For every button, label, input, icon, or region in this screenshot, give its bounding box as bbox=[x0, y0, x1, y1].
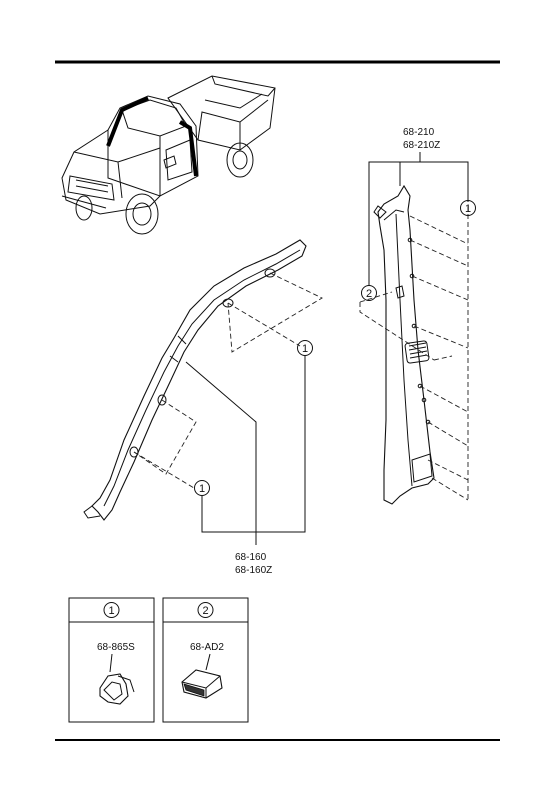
a-pillar-callout-upper: 1 bbox=[297, 340, 313, 356]
callout-number: 2 bbox=[366, 288, 372, 300]
a-pillar-part-number: 68-160 bbox=[235, 552, 267, 563]
b-pillar-trim bbox=[373, 184, 435, 505]
a-pillar-highlight bbox=[106, 96, 149, 147]
a-pillar-leaders bbox=[185, 356, 306, 545]
a-pillar-callout-lower: 1 bbox=[194, 480, 210, 496]
callout-number: 1 bbox=[199, 483, 205, 495]
callout-number: 1 bbox=[465, 203, 471, 215]
legend-box-adhesive: 2 68-AD2 bbox=[162, 597, 249, 723]
b-pillar-part-number-alt: 68-210Z bbox=[403, 140, 440, 151]
a-pillar-trim bbox=[83, 239, 307, 521]
callout-number: 1 bbox=[302, 343, 308, 355]
a-pillar-part-number-alt: 68-160Z bbox=[235, 565, 272, 576]
b-pillar-leaders bbox=[368, 152, 469, 286]
legend-box-clip: 1 68-865S bbox=[68, 597, 155, 723]
legend-part-number: 68-AD2 bbox=[190, 642, 224, 653]
truck-illustration bbox=[61, 75, 276, 235]
a-pillar-clip-guides bbox=[133, 272, 323, 489]
legend-ref-number: 1 bbox=[108, 605, 114, 617]
legend-ref-number: 2 bbox=[202, 605, 208, 617]
b-pillar-callout-adhesive: 2 bbox=[361, 285, 377, 301]
legend-part-number: 68-865S bbox=[97, 642, 135, 653]
b-pillar-highlight bbox=[178, 120, 198, 177]
b-pillar-part-number: 68-210 bbox=[403, 127, 435, 138]
b-pillar-clip-guides bbox=[359, 206, 469, 501]
b-pillar-callout-clip: 1 bbox=[460, 200, 476, 216]
